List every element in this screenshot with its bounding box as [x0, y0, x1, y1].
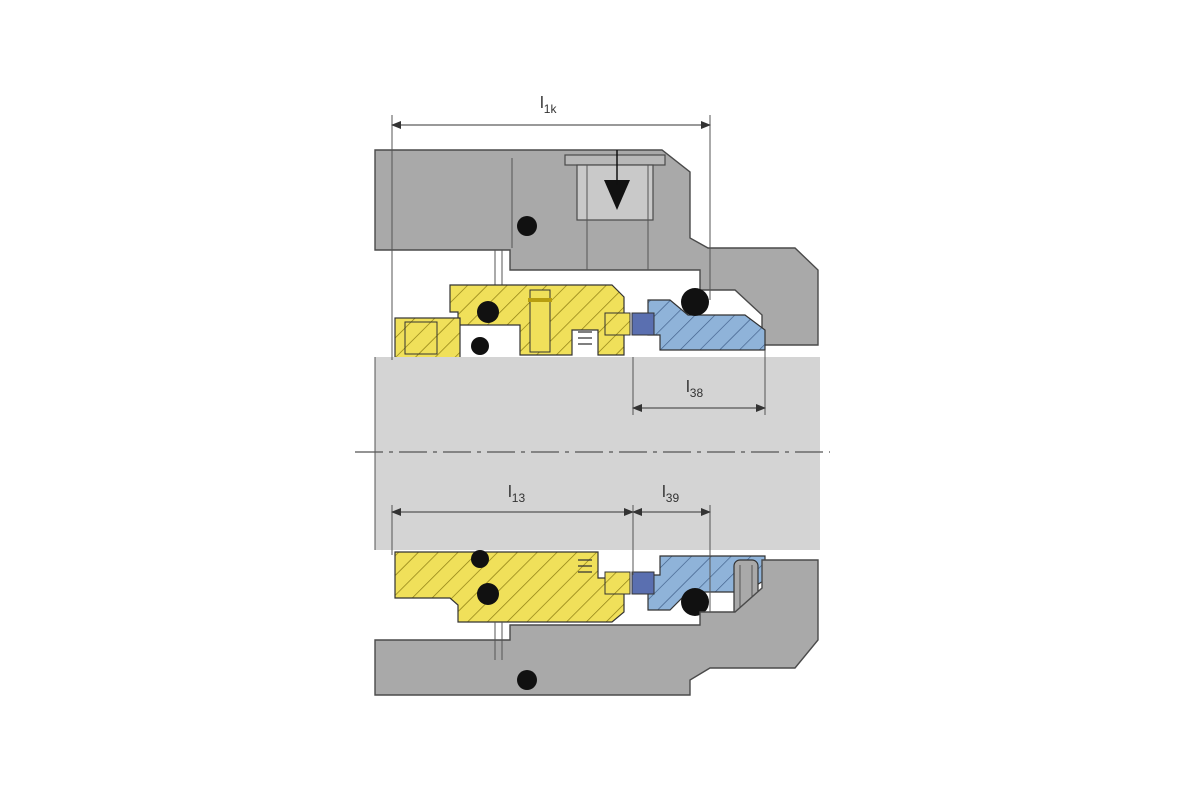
- svg-text:l39: l39: [662, 482, 679, 505]
- rotor-oring-c: [471, 550, 489, 568]
- shaft: [375, 357, 820, 550]
- housing-oring-lower: [517, 670, 537, 690]
- housing-oring-upper: [517, 216, 537, 236]
- svg-text:l38: l38: [686, 377, 703, 400]
- lower-rotating-unit: [394, 550, 631, 623]
- seat-oring-lower: [681, 588, 709, 616]
- upper-stationary-seat: [631, 288, 766, 351]
- dimension-l39: l39: [632, 482, 711, 612]
- rotating-face-lower: [604, 571, 631, 595]
- dimension-l38: l38: [632, 350, 766, 415]
- dimension-l1k: l1k: [391, 93, 711, 360]
- seat-oring-upper: [681, 288, 709, 316]
- flush-arrow-icon: [604, 180, 630, 210]
- upper-housing: [374, 149, 819, 346]
- dimension-l13: l13: [391, 482, 634, 575]
- rotor-oring-d: [477, 583, 499, 605]
- svg-text:l1k: l1k: [540, 93, 557, 116]
- rotating-face-upper: [604, 312, 631, 336]
- rotor-oring-b: [471, 337, 489, 355]
- lower-housing: [374, 559, 819, 696]
- rotor-oring-a: [477, 301, 499, 323]
- svg-text:l13: l13: [508, 482, 525, 505]
- upper-rotating-unit: [394, 284, 631, 359]
